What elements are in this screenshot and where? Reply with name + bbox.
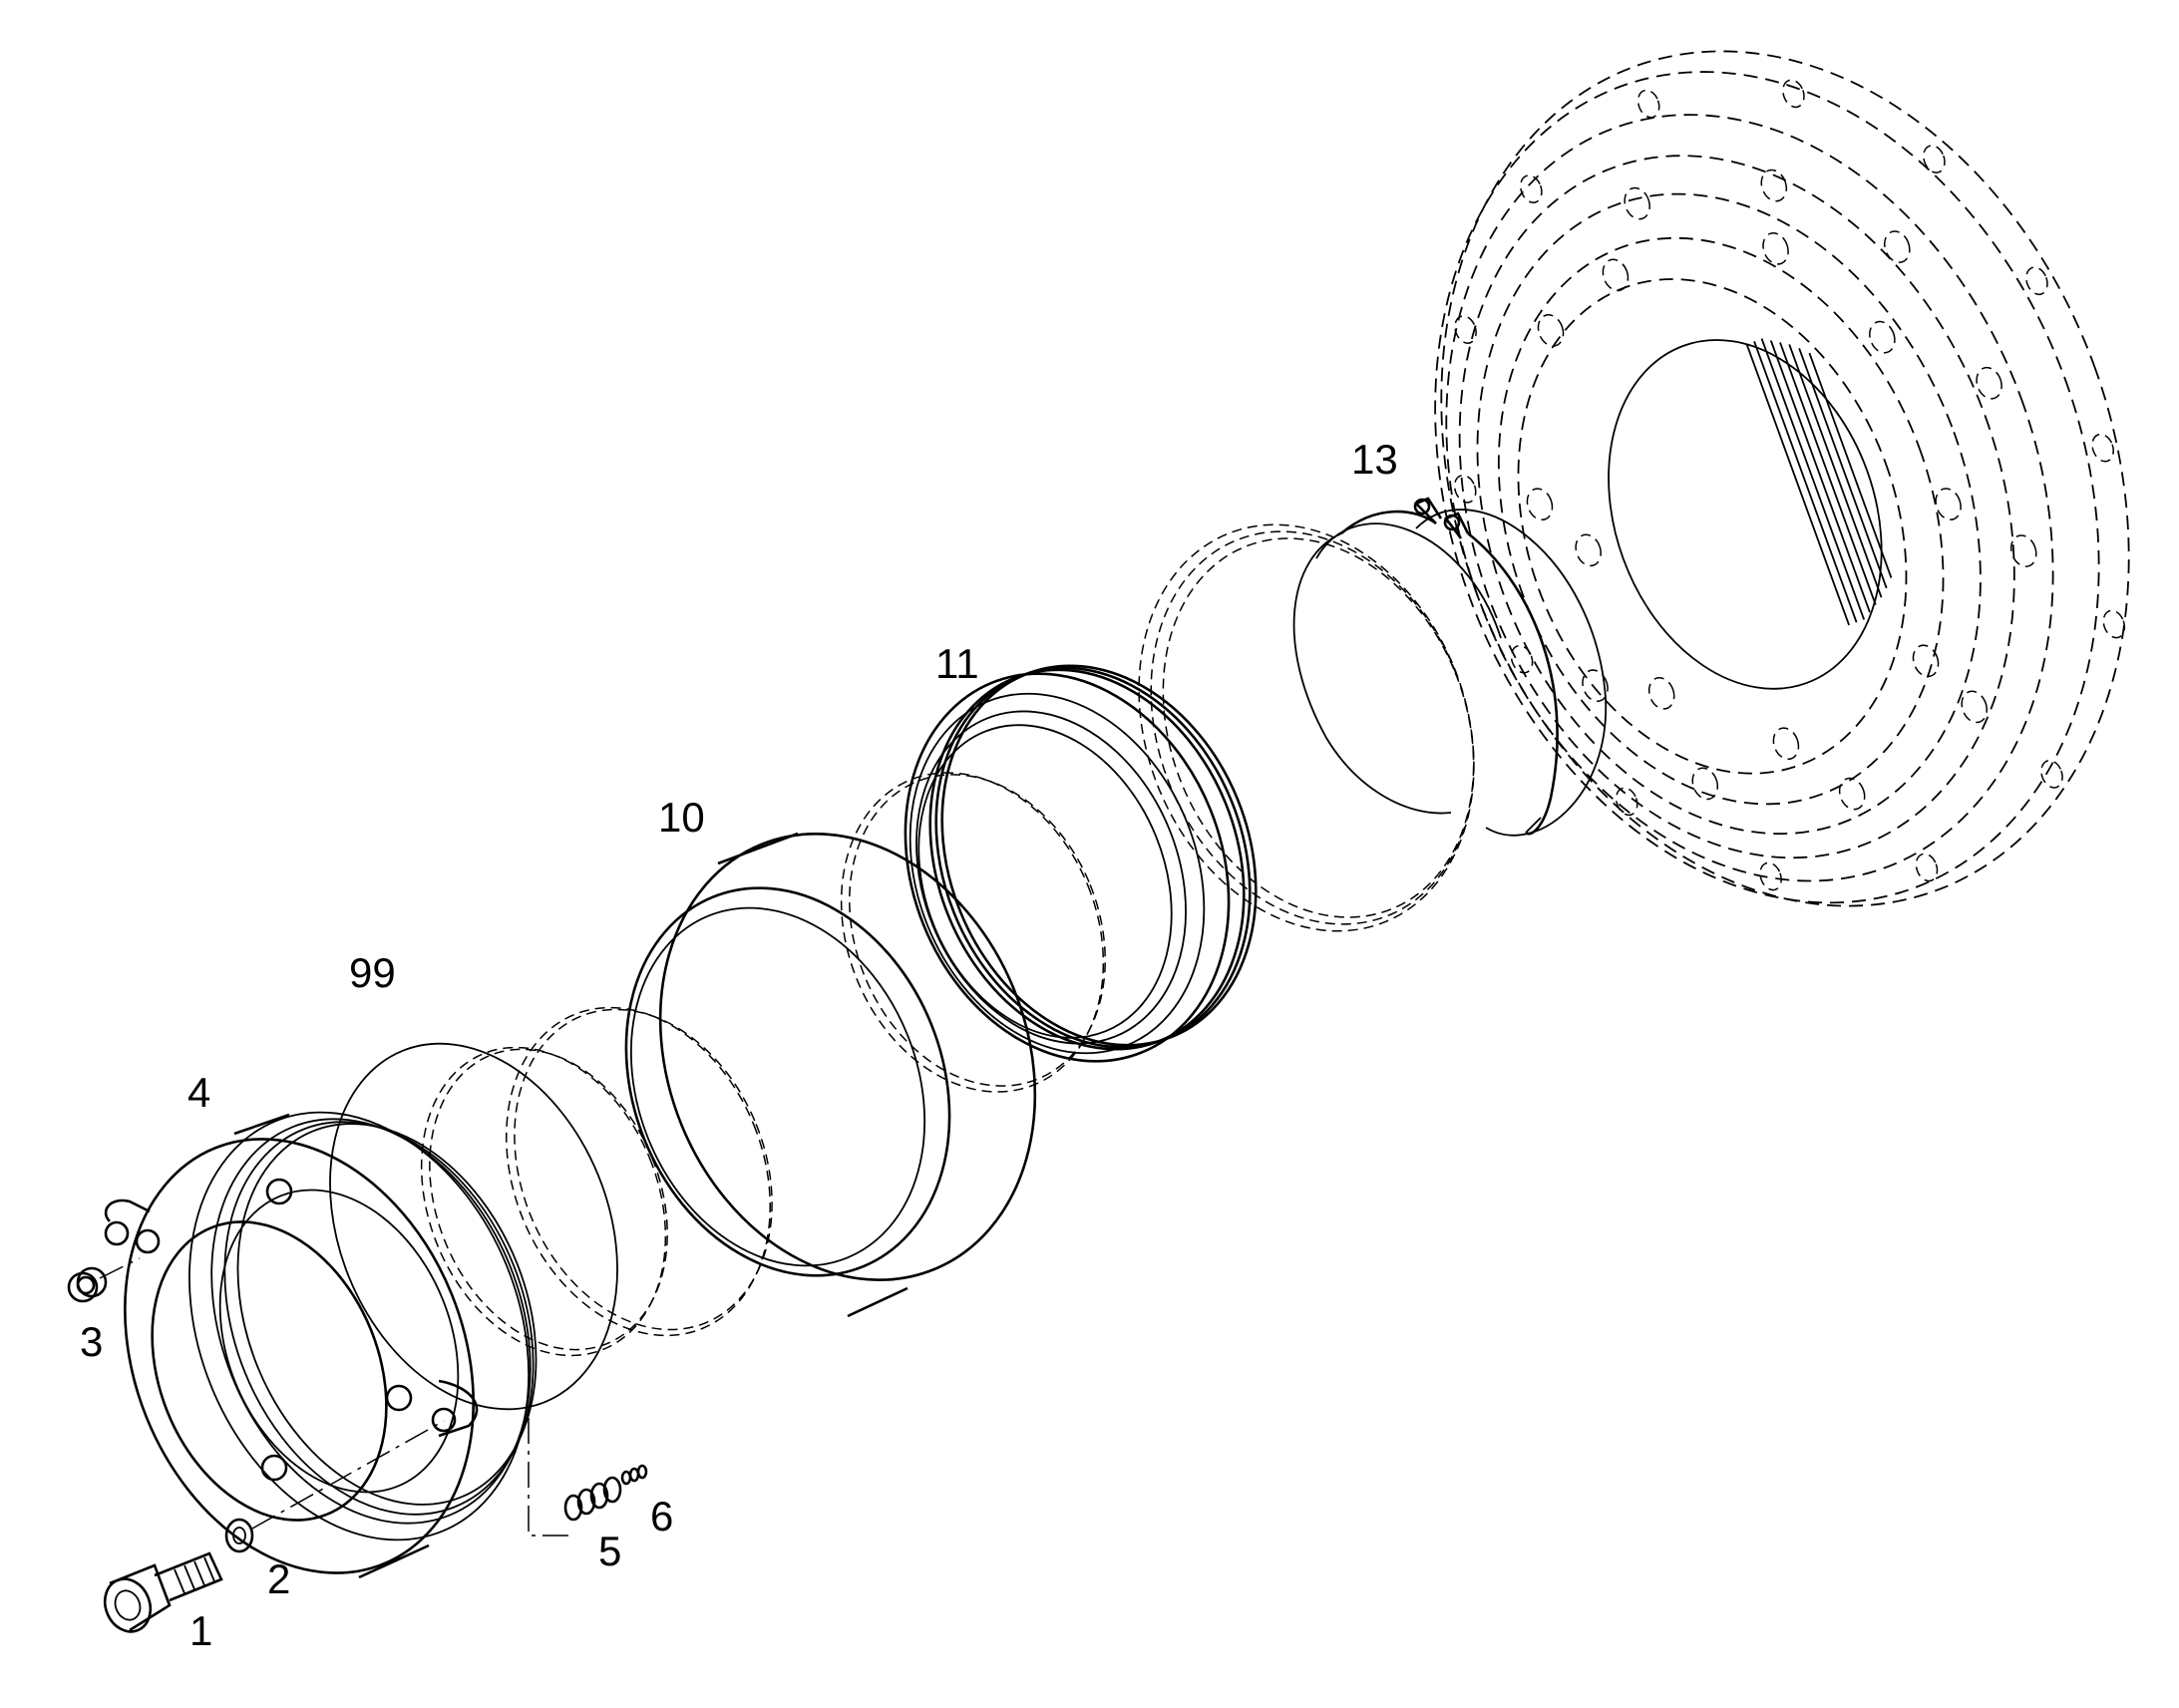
label-part-6: 6	[650, 1493, 673, 1539]
part-5-spring	[528, 1418, 622, 1537]
seal-ring-dashed-middle	[840, 772, 1106, 1093]
label-part-1: 1	[189, 1607, 212, 1654]
label-part-4: 4	[187, 1069, 210, 1116]
label-part-99: 99	[349, 949, 396, 996]
part-6-spring-small	[620, 1464, 648, 1486]
label-part-11: 11	[935, 640, 979, 687]
housing-bolt-holes	[1453, 79, 2126, 891]
part-3-nut	[67, 1257, 141, 1303]
housing-spline-hatch	[1745, 338, 1893, 626]
label-part-10: 10	[658, 794, 705, 841]
part-4-cover	[104, 1111, 538, 1579]
housing-assembly	[1434, 50, 2130, 907]
part-1-bolt	[103, 1551, 223, 1633]
seal-ring-dashed-small	[420, 1006, 773, 1357]
label-part-13: 13	[1351, 436, 1398, 483]
part-13-snap-ring	[1292, 497, 1607, 837]
part-11-piston	[904, 664, 1258, 1063]
label-part-5: 5	[598, 1528, 621, 1574]
seal-ring-dashed-large	[1138, 523, 1475, 932]
label-part-2: 2	[267, 1555, 290, 1602]
part-99-o-ring	[329, 1042, 618, 1411]
label-part-3: 3	[80, 1318, 103, 1365]
part-10-ring	[624, 832, 1037, 1318]
part-2-washer	[224, 1420, 445, 1553]
